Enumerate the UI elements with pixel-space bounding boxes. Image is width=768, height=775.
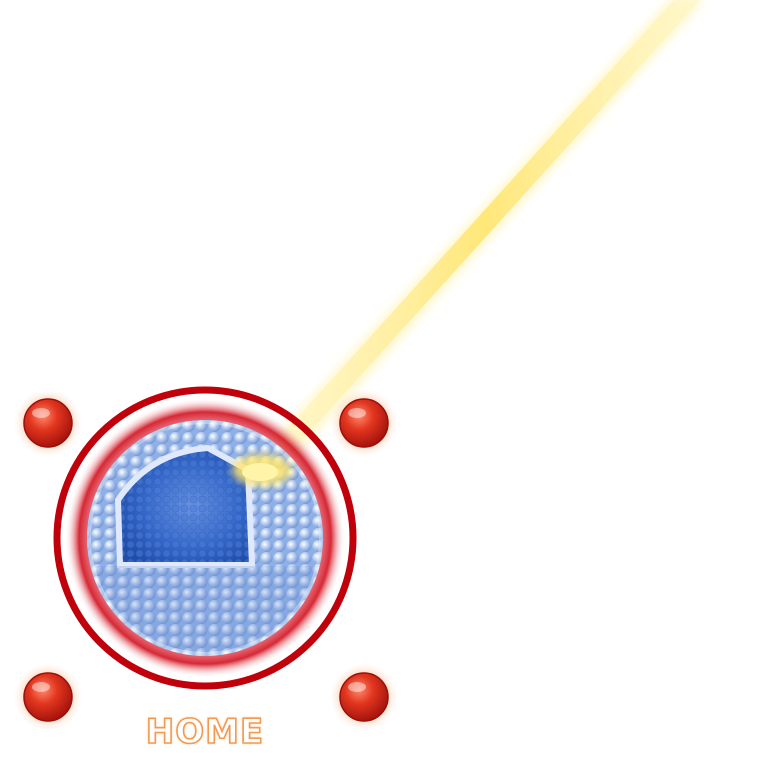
light-beam-icon (266, 0, 706, 462)
red-dot-icon-bottom-left[interactable] (14, 663, 82, 731)
home-link[interactable]: HOME (145, 711, 265, 753)
red-dot-icon-top-right[interactable] (330, 389, 398, 457)
nanosphere-icon[interactable] (80, 415, 330, 665)
red-dot-icon-bottom-right[interactable] (330, 663, 398, 731)
red-dot-icon-top-left[interactable] (14, 389, 82, 457)
